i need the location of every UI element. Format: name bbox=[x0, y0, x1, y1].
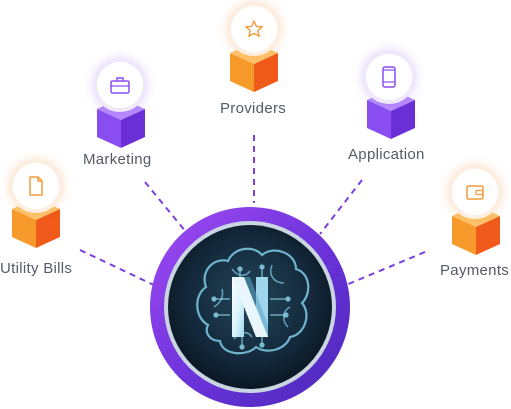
smartphone-icon bbox=[382, 66, 396, 88]
central-hub: N bbox=[150, 207, 350, 407]
icon-bubble bbox=[97, 62, 143, 108]
icon-bubble bbox=[452, 169, 498, 215]
icon-bubble bbox=[231, 6, 277, 52]
briefcase-icon bbox=[110, 77, 130, 94]
icon-bubble bbox=[366, 54, 412, 100]
icon-bubble bbox=[13, 163, 59, 209]
node-label: Utility Bills bbox=[0, 260, 73, 277]
node-label: Marketing bbox=[83, 151, 152, 168]
wallet-icon bbox=[466, 185, 484, 200]
star-icon bbox=[245, 20, 263, 37]
connector-payments bbox=[345, 251, 426, 286]
connector-utility-bills bbox=[79, 249, 159, 288]
document-icon bbox=[29, 176, 43, 196]
node-label: Application bbox=[348, 146, 425, 163]
brain-circuit-logo bbox=[164, 221, 336, 393]
node-label: Payments bbox=[440, 262, 510, 279]
node-label: Providers bbox=[220, 100, 287, 117]
